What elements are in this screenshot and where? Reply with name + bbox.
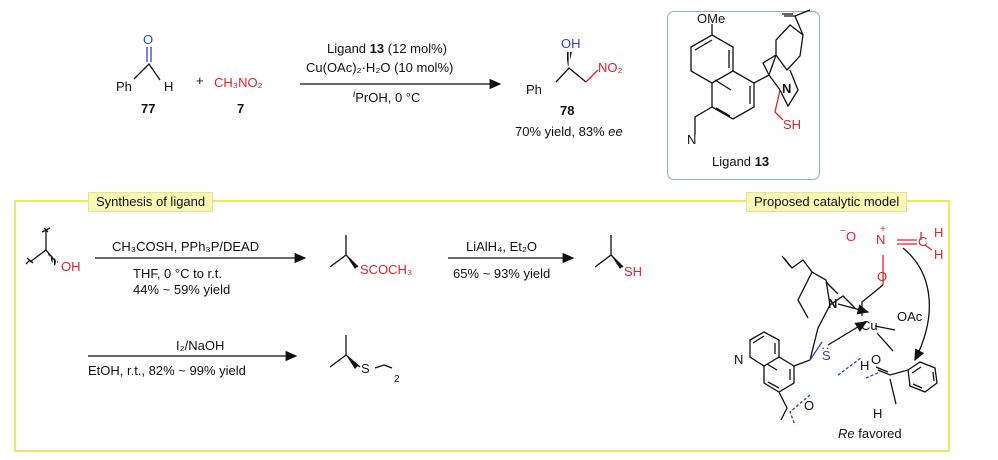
model-n-to-cu-arrow — [837, 303, 870, 315]
condition-copper: Cu(OAc)₂·H₂O (10 mol%) — [306, 60, 454, 75]
benzaldehyde-o: O — [143, 32, 154, 47]
nitromethane-formula: CH₃NO₂ — [214, 75, 263, 90]
model-cu: Cu — [861, 318, 878, 333]
aldehyde-bonds — [133, 62, 161, 81]
model-quinoline-n: N — [734, 352, 744, 367]
condition-solvent: iPrOH, 0 °C — [353, 89, 421, 106]
benzaldehyde-h: H — [164, 79, 174, 94]
disulfide-subscript: 2 — [394, 374, 400, 385]
model-h1: H — [934, 225, 944, 240]
step3-conditions: EtOH, r.t., 82% ~ 99% yield — [88, 363, 246, 378]
benzaldehyde-ph: Ph — [116, 79, 132, 94]
product-c-n-bond — [585, 69, 599, 83]
model-s: S — [822, 348, 831, 363]
product-yield: 70% yield, 83% ee — [515, 124, 623, 139]
condition-ligand: Ligand 13 (12 mol%) — [327, 41, 448, 56]
product-oh-hash — [566, 52, 572, 67]
model-plus-charge: + — [880, 224, 886, 235]
model-aldehyde-h: H — [873, 406, 883, 421]
ligand-sh: SH — [783, 117, 802, 132]
compound-77-number: 77 — [141, 101, 156, 116]
model-o-minus: O — [846, 229, 857, 244]
ligand-13-skeleton — [690, 9, 811, 135]
compound-78-number: 78 — [560, 103, 575, 118]
thiol-wedge — [611, 255, 623, 269]
model-quinuclidine-n: N — [828, 296, 838, 311]
model-nitronate-c: C — [918, 234, 928, 249]
product-bonds — [555, 67, 587, 83]
product-ph: Ph — [526, 82, 542, 97]
product-oh: OH — [561, 36, 581, 51]
step1-yield: 44% ~ 59% yield — [133, 282, 231, 297]
model-minus-charge: − — [840, 226, 846, 237]
ligand-caption: Ligand 13 — [712, 154, 770, 169]
synthesis-start-oh-hash — [46, 250, 58, 266]
synthesis-model-frame — [14, 200, 950, 452]
disulfide-wedge — [346, 355, 358, 369]
disulfide-s: S — [361, 361, 370, 376]
thioester-wedge — [346, 255, 358, 269]
model-hbond-quinoline — [789, 394, 811, 426]
step1-conditions: THF, 0 °C to r.t. — [133, 266, 222, 281]
thioester-group: SCOCH₃ — [360, 262, 413, 277]
synthesis-tag: Synthesis of ligand — [88, 192, 214, 212]
start-oh: OH — [61, 259, 81, 274]
compound-7-number: 7 — [237, 101, 245, 116]
aldehyde-co-double — [146, 47, 152, 62]
model-skeleton — [749, 232, 938, 421]
step2-reagents: LiAlH₄, Et₂O — [466, 239, 538, 254]
plus-sign: + — [196, 73, 204, 88]
model-h2: H — [934, 247, 944, 262]
product-no2: NO₂ — [598, 60, 623, 75]
model-nitronate-n: N — [876, 232, 886, 247]
model-aldehyde-o: O — [871, 352, 882, 367]
model-nitronate-attack-arrow — [902, 247, 930, 362]
step1-reagents: CH₃COSH, PPh₃P/DEAD — [112, 239, 260, 254]
model-s-h: H — [860, 358, 870, 373]
model-s-lonepairs: ·· — [821, 340, 830, 355]
model-hbond-o — [837, 357, 862, 376]
ligand-quinoline-n: N — [687, 132, 697, 147]
model-oac: OAc — [897, 309, 923, 324]
model-hbond-ald — [865, 371, 881, 379]
model-tag: Proposed catalytic model — [746, 192, 908, 212]
model-o-lower: O — [877, 269, 888, 284]
ligand-quinuclidine-n: N — [782, 81, 792, 96]
model-s-to-cu-arrow — [827, 321, 868, 346]
step2-yield: 65% ~ 93% yield — [453, 266, 551, 281]
thiol-group: SH — [624, 264, 643, 279]
model-methoxy-o: O — [804, 398, 815, 413]
step3-reagents: I₂/NaOH — [176, 338, 225, 353]
ligand-ome: OMe — [697, 11, 726, 26]
model-re-favored: Re favored — [838, 426, 902, 441]
